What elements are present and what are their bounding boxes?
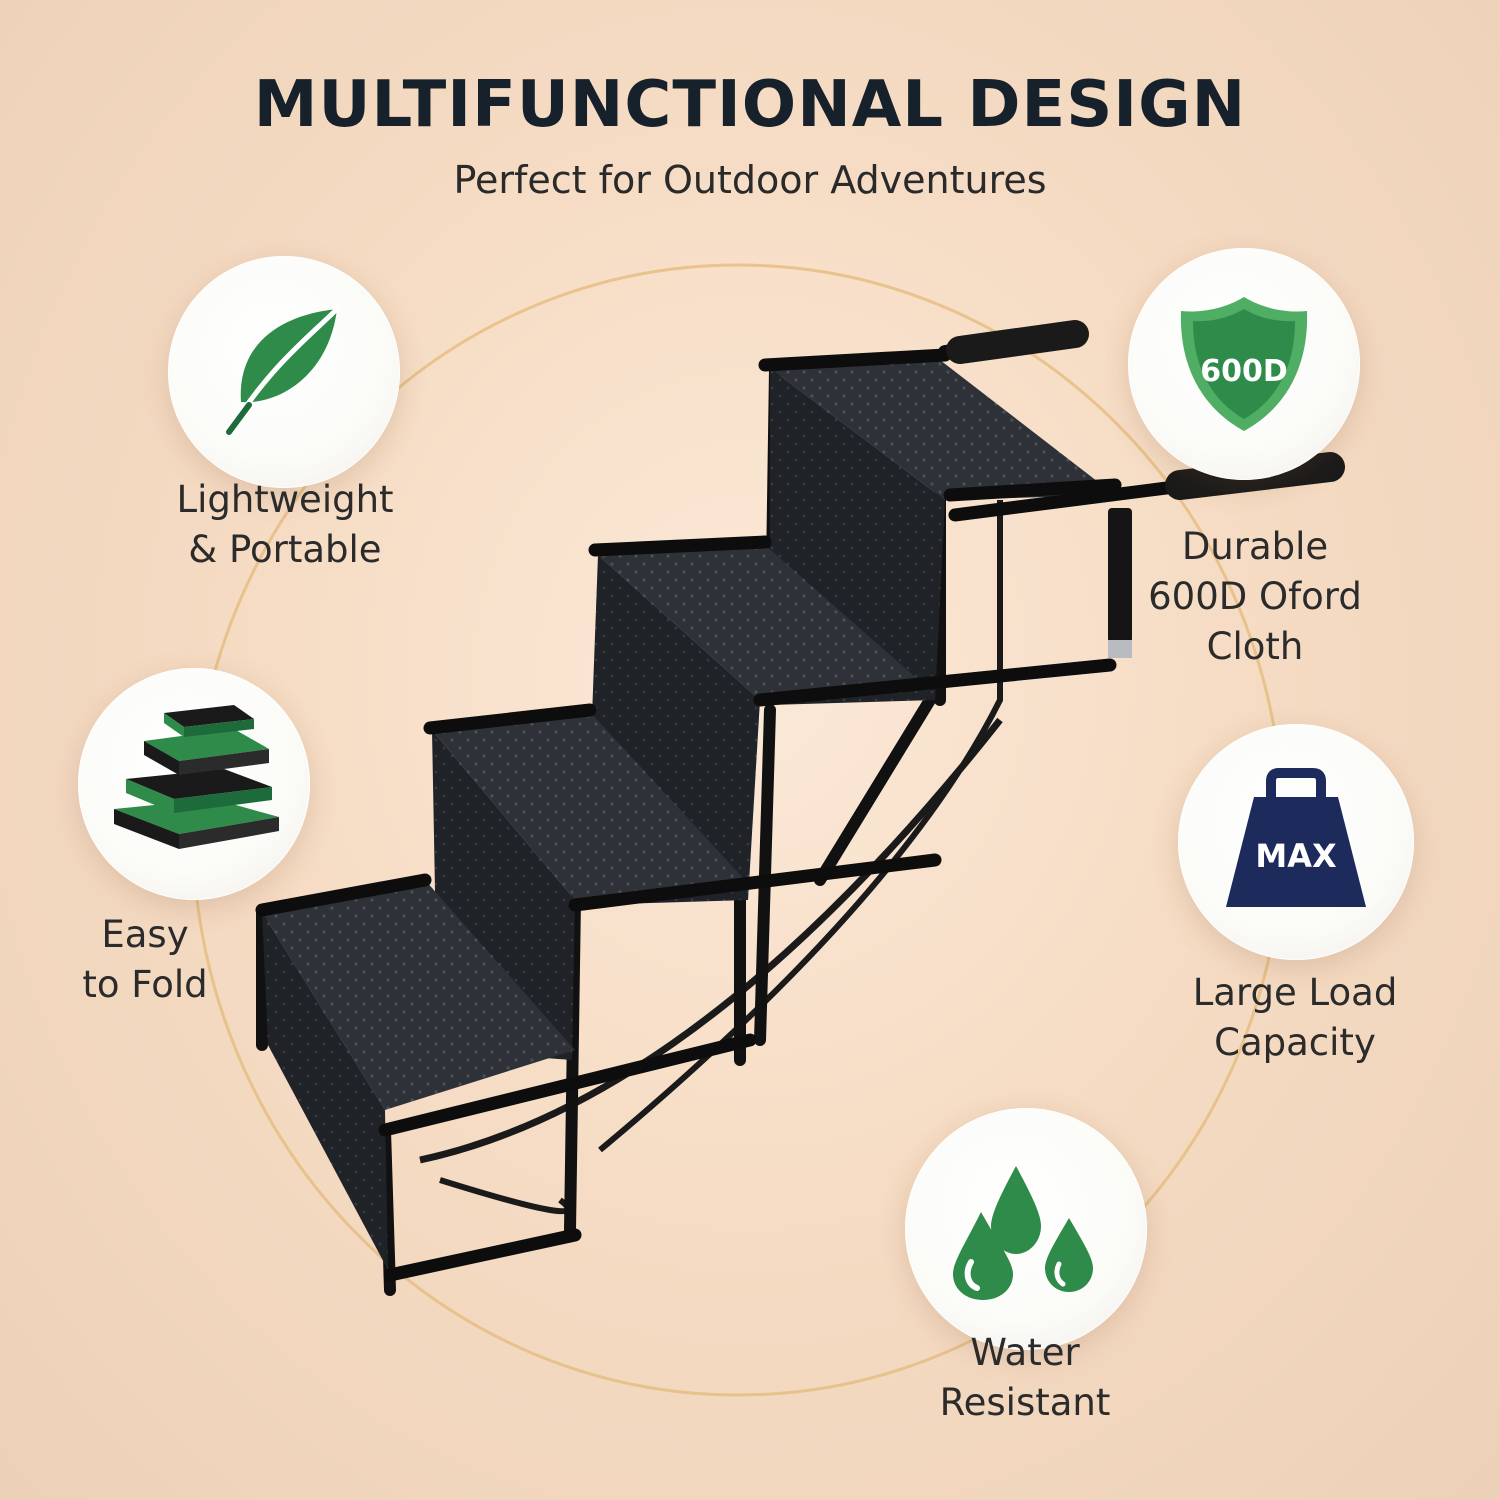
feature-label-fold: Easy to Fold — [82, 913, 208, 1006]
feature-badge-water — [905, 1108, 1147, 1350]
feature-label-durable: Durable 600D Oford Cloth — [1148, 525, 1362, 668]
shield-600d-icon: 600D — [1180, 297, 1308, 431]
shield-badge-text: 600D — [1200, 354, 1288, 389]
feature-badge-lightweight — [168, 256, 400, 488]
feature-badge-fold — [78, 668, 310, 900]
feature-badge-load: MAX — [1178, 724, 1414, 960]
leaf-icon — [226, 306, 340, 435]
feature-label-lightweight: Lightweight & Portable — [176, 478, 394, 571]
feature-label-load: Large Load Capacity — [1192, 971, 1398, 1064]
page-title: MULTIFUNCTIONAL DESIGN — [253, 68, 1247, 142]
feature-label-water: Water Resistant — [939, 1331, 1111, 1424]
stacked-layers-icon — [114, 705, 279, 849]
feature-badge-durable: 600D — [1128, 248, 1360, 480]
page-subtitle: Perfect for Outdoor Adventures — [453, 158, 1047, 202]
water-drops-icon — [953, 1166, 1093, 1300]
weight-badge-text: MAX — [1255, 837, 1337, 875]
max-weight-icon: MAX — [1226, 768, 1366, 907]
